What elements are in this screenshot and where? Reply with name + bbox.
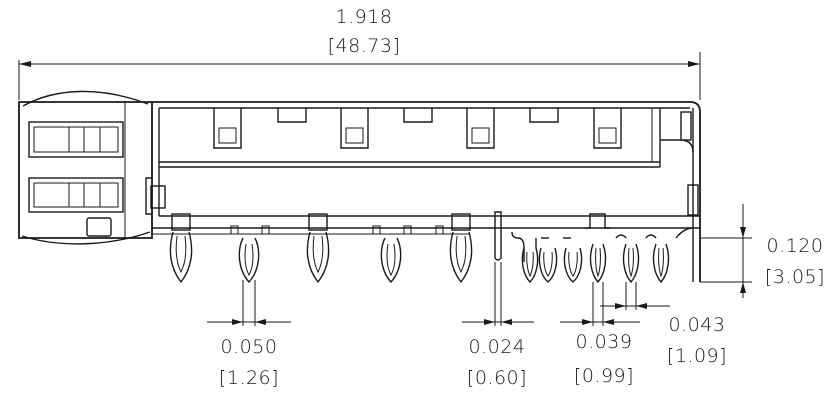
press-fit-post-2 bbox=[306, 213, 330, 284]
signal-pin-2 bbox=[372, 225, 412, 284]
pin-height-inch: 0.120 bbox=[767, 235, 824, 257]
post-width-mm: [0.60] bbox=[467, 367, 527, 389]
signal-pin-1 bbox=[230, 225, 270, 284]
pin-height-mm: [3.05] bbox=[765, 266, 825, 288]
post-width-inch: 0.024 bbox=[469, 336, 526, 358]
pin-width-inch: 0.050 bbox=[221, 336, 278, 358]
right-pins bbox=[511, 213, 694, 284]
pitch-b-mm: [1.09] bbox=[667, 345, 727, 367]
center-post bbox=[494, 211, 502, 261]
contact-tab-4 bbox=[403, 108, 433, 123]
pin-width-mm: [1.26] bbox=[219, 367, 279, 389]
contact-tab-2 bbox=[277, 108, 307, 123]
overall-length-dimension: 1.918 [48.73] bbox=[18, 6, 701, 100]
pitch-a-inch: 0.039 bbox=[576, 331, 633, 353]
pitch-b-dimension: 0.043 [1.09] bbox=[600, 282, 727, 367]
pitch-a-mm: [0.99] bbox=[574, 365, 634, 387]
signal-pin-3 bbox=[435, 225, 444, 235]
overall-length-inch: 1.918 bbox=[336, 6, 393, 28]
connector-body bbox=[145, 101, 701, 282]
contact-tab-5 bbox=[466, 108, 495, 149]
signal-pins bbox=[230, 225, 444, 284]
pin-width-dimension: 0.050 [1.26] bbox=[207, 280, 291, 389]
contact-tab-7 bbox=[593, 108, 622, 149]
post-width-dimension: 0.024 [0.60] bbox=[462, 262, 534, 389]
overall-length-mm: [48.73] bbox=[328, 35, 401, 57]
contact-tab-1 bbox=[213, 108, 242, 149]
left-housing bbox=[18, 90, 153, 245]
press-fit-post-1 bbox=[169, 213, 193, 284]
contact-tab-3 bbox=[340, 108, 369, 149]
press-fit-post-3 bbox=[449, 213, 473, 284]
top-contact-tabs bbox=[213, 108, 622, 149]
pin-height-dimension: 0.120 [3.05] bbox=[700, 204, 825, 298]
pitch-b-inch: 0.043 bbox=[669, 314, 726, 336]
pitch-a-dimension: 0.039 [0.99] bbox=[560, 282, 640, 387]
press-fit-posts bbox=[169, 213, 473, 284]
contact-tab-6 bbox=[529, 108, 559, 123]
